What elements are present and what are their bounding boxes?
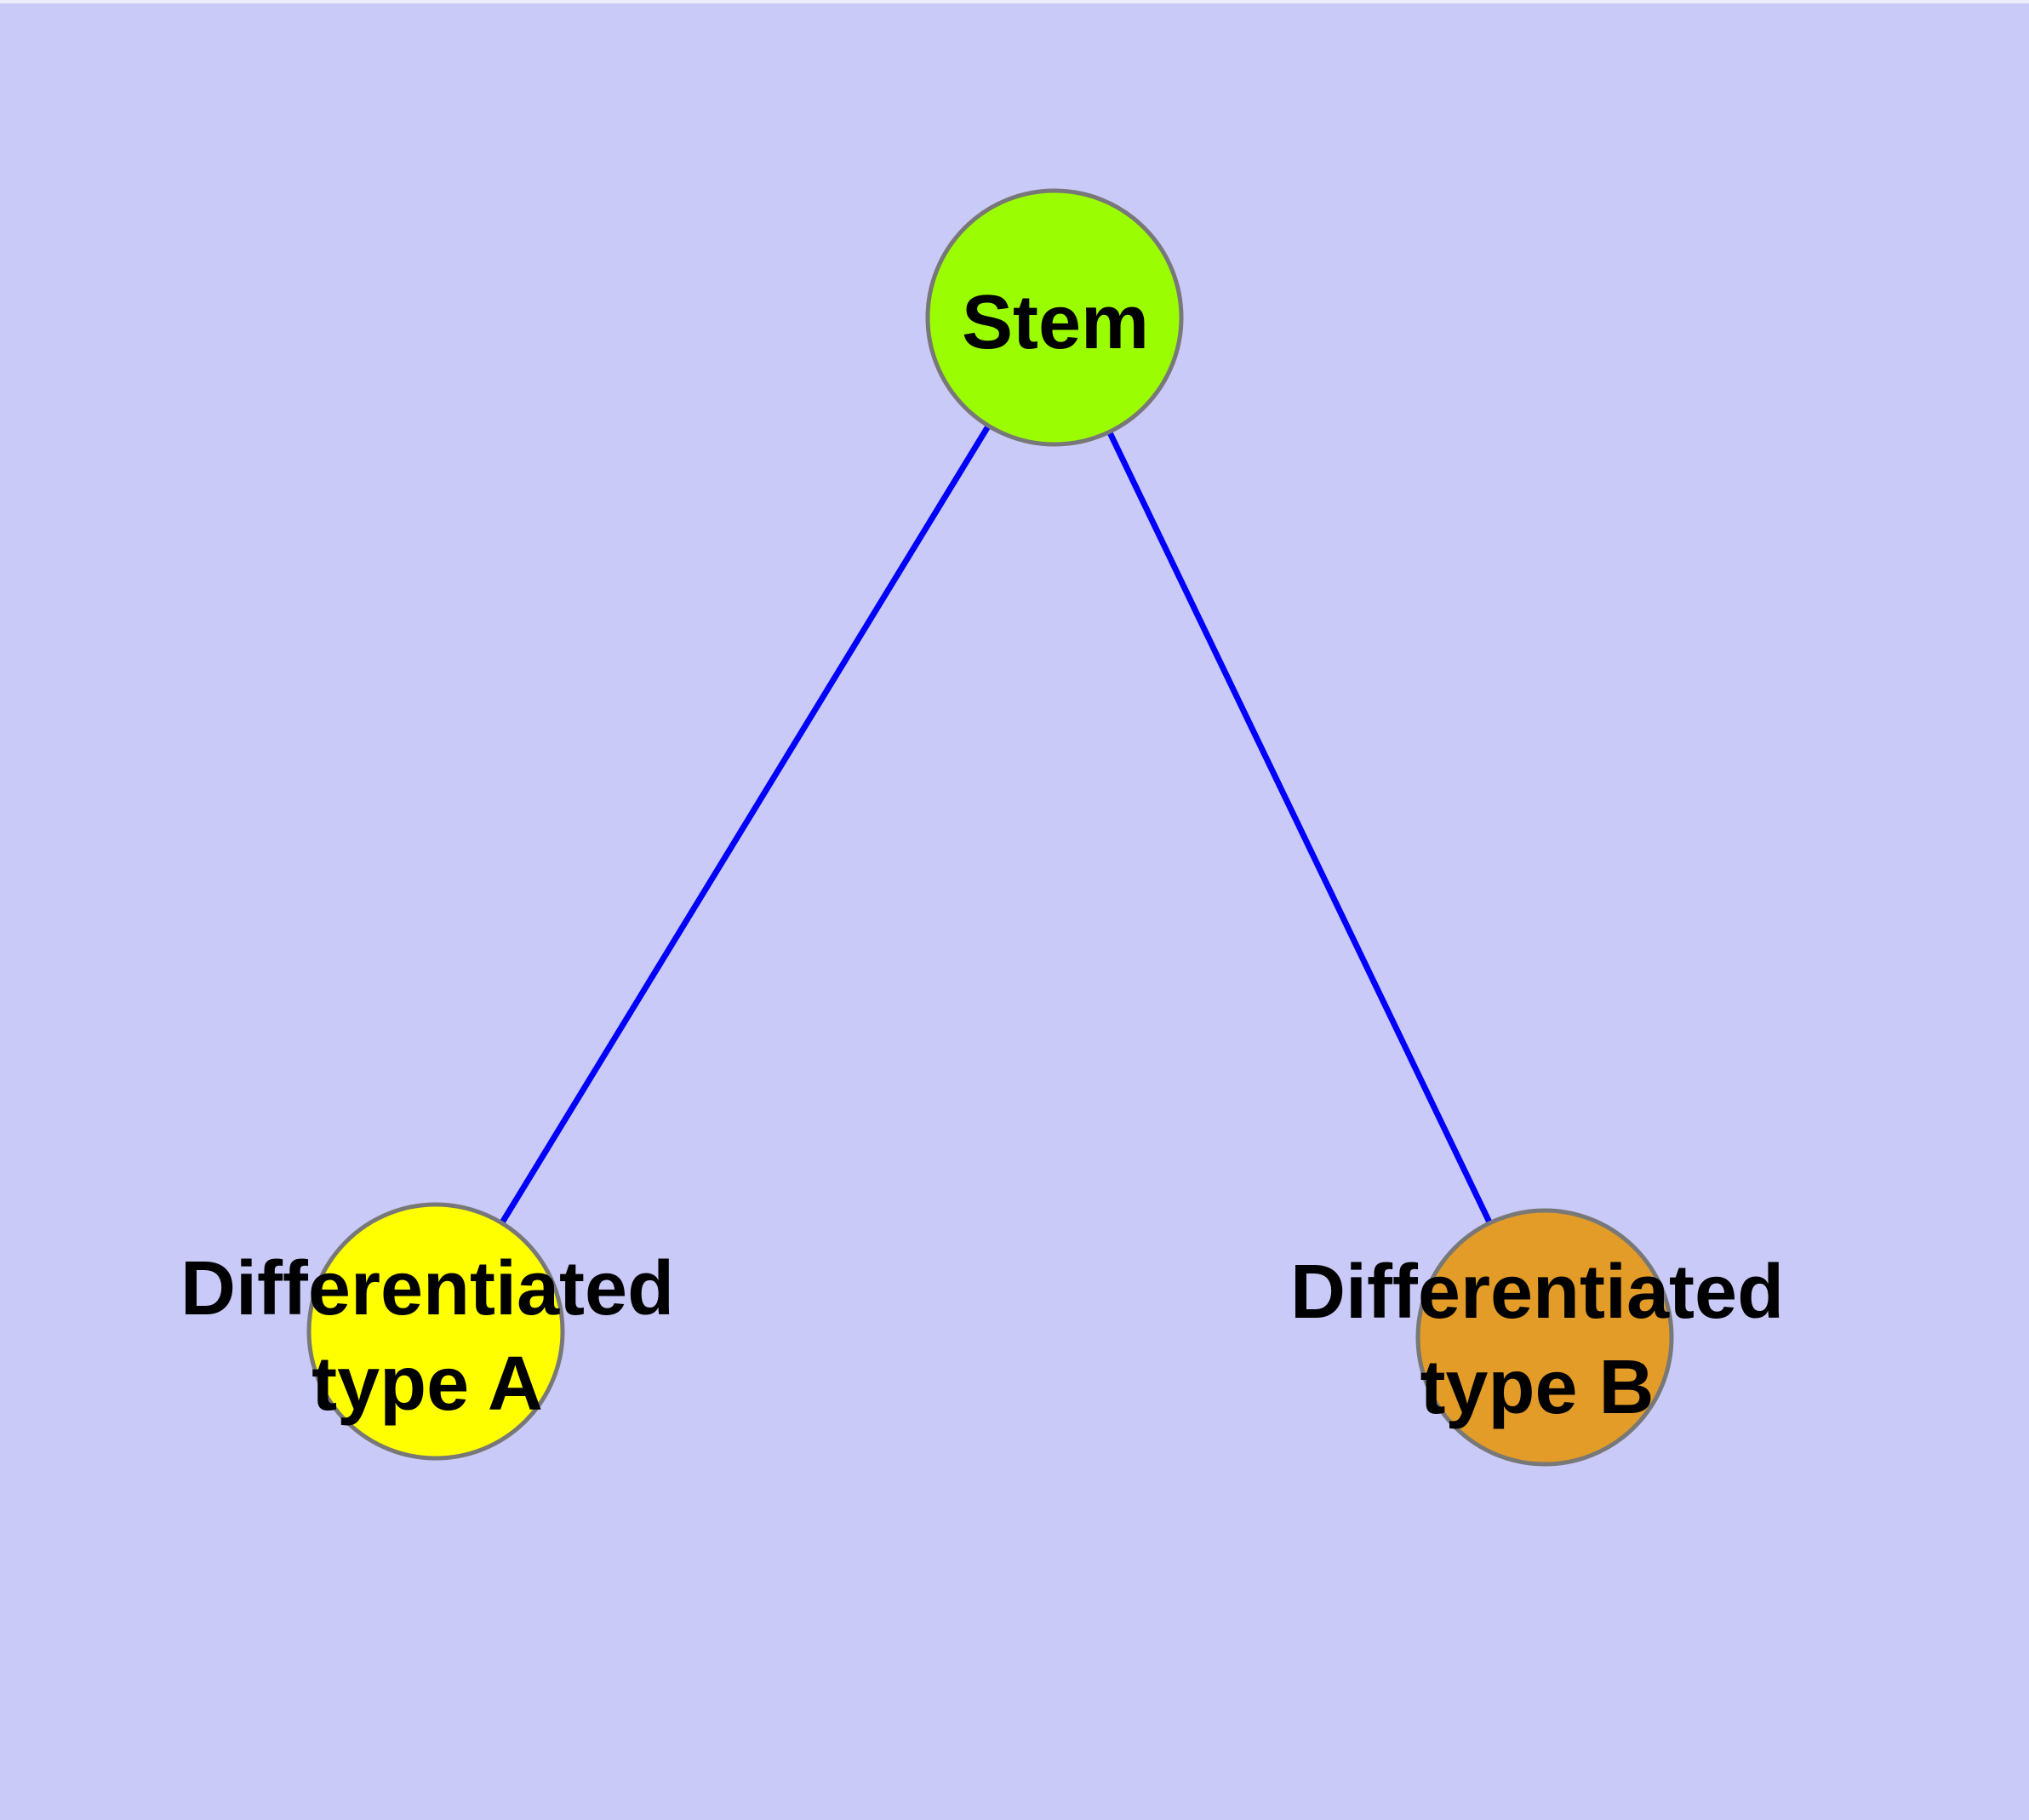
- type-a-label-line-2: type A: [311, 1342, 543, 1427]
- differentiated-type-a-node-circle: [306, 1202, 565, 1461]
- type-b-label-line-1: Differentiated: [1289, 1250, 1785, 1335]
- differentiated-type-b-node-circle: [1415, 1208, 1674, 1467]
- stem-node-label: Stem: [962, 275, 1149, 370]
- type-a-label-line-1: Differentiated: [180, 1246, 675, 1331]
- stem-node-circle: [925, 188, 1184, 447]
- type-b-label-line-2: type B: [1420, 1345, 1655, 1430]
- differentiated-type-b-node-label: Differentiated type B: [1290, 1245, 1784, 1435]
- canvas-top-margin-strip: [0, 0, 2029, 3]
- differentiated-type-a-node-label: Differentiated type A: [180, 1241, 674, 1432]
- edge-stem-to-type-b: [1051, 316, 1548, 1339]
- edge-stem-to-type-a: [433, 316, 1057, 1333]
- stem-node-label-line: Stem: [961, 280, 1150, 365]
